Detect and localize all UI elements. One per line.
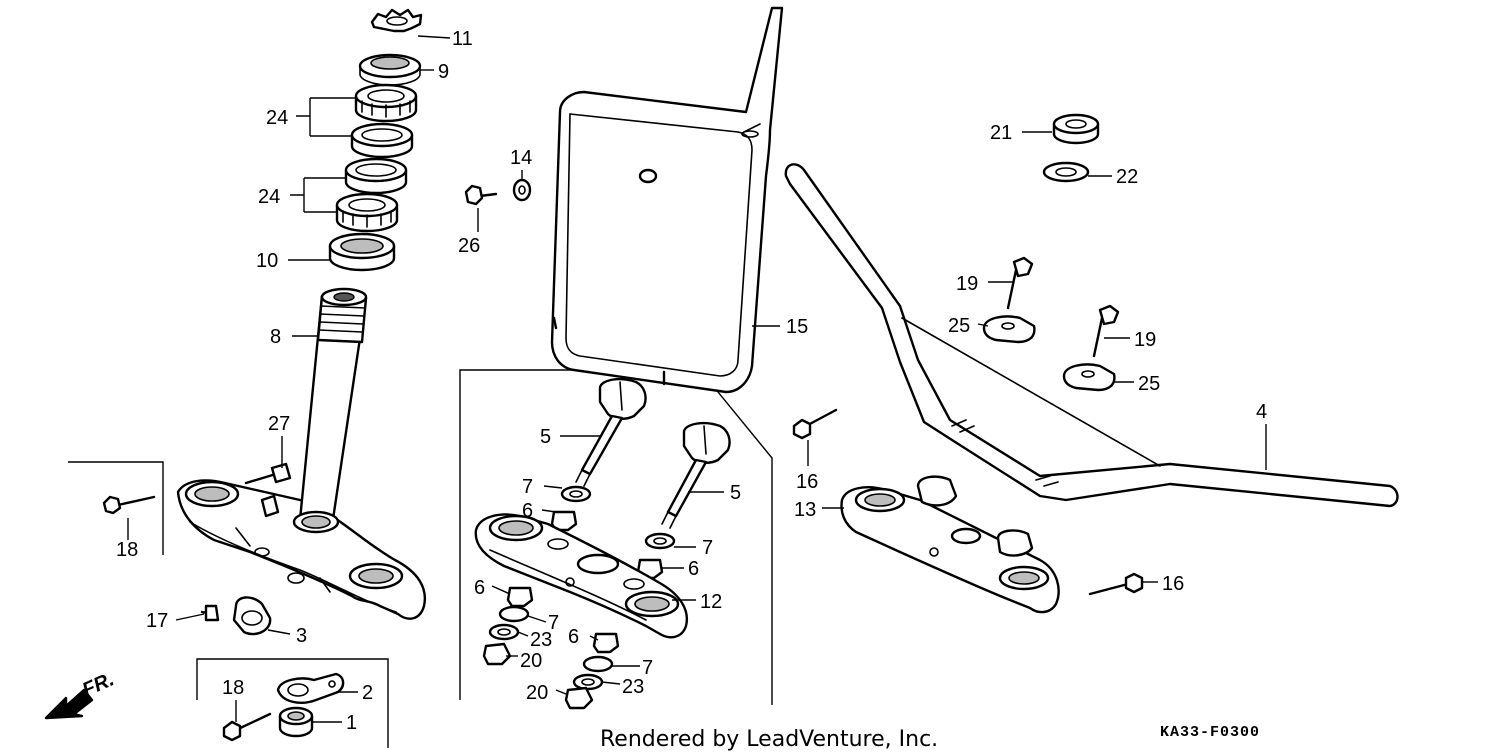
nut-20-b — [564, 686, 594, 710]
callout-19-upper: 19 — [956, 273, 978, 295]
callout-25-lower: 25 — [1138, 373, 1160, 395]
callout-5-left: 5 — [540, 426, 551, 448]
bolt-19-lower — [1092, 304, 1120, 358]
callout-25-upper: 25 — [948, 315, 970, 337]
steering-stem-nut-washer-11 — [370, 8, 423, 33]
callout-24-upper: 24 — [266, 107, 288, 129]
lower-triple-clamp-3 — [176, 479, 427, 620]
bearing-race-lower-24 — [344, 157, 408, 195]
dust-seal-10 — [328, 232, 396, 272]
callout-6-d: 6 — [568, 626, 579, 648]
bolt-19-upper — [1006, 256, 1034, 310]
callout-10: 10 — [256, 250, 278, 272]
number-plate-15 — [550, 6, 784, 394]
front-direction-label: FR. — [79, 668, 117, 701]
washer-23-a — [488, 623, 520, 641]
callout-22: 22 — [1116, 166, 1138, 188]
render-credit: Rendered by LeadVenture, Inc. — [600, 727, 938, 752]
diagram-code: KA33-F0300 — [1160, 724, 1260, 741]
callout-2: 2 — [362, 682, 373, 704]
callout-9: 9 — [438, 61, 449, 83]
callout-4: 4 — [1256, 401, 1267, 423]
bolt-18-upper — [102, 495, 156, 515]
callout-8: 8 — [270, 326, 281, 348]
nut-20-a — [482, 642, 512, 666]
callout-3: 3 — [296, 625, 307, 647]
bolt-16-upper — [792, 408, 838, 440]
nut-6-d — [592, 632, 620, 654]
callout-5-right: 5 — [730, 482, 741, 504]
dust-seal-9 — [358, 53, 422, 86]
callout-20-b: 20 — [526, 682, 548, 704]
front-direction-arrow-icon — [44, 688, 94, 720]
callout-19-lower: 19 — [1134, 329, 1156, 351]
tapered-bearing-lower-24 — [335, 192, 399, 233]
callout-1: 1 — [346, 712, 357, 734]
box-frame-left-top — [68, 461, 164, 555]
nut-21 — [1052, 113, 1100, 145]
callout-24-lower: 24 — [258, 186, 280, 208]
handlebar-4 — [784, 163, 1399, 508]
bearing-race-upper-24 — [350, 122, 414, 159]
washer-7-d — [582, 655, 614, 673]
callout-11: 11 — [452, 28, 473, 50]
holder-cap-25-lower — [1062, 363, 1116, 392]
callout-18-lower: 18 — [222, 677, 244, 699]
holder-cap-25-upper — [982, 315, 1036, 344]
bolt-17 — [200, 604, 220, 622]
washer-22 — [1042, 161, 1090, 183]
upper-triple-clamp-12 — [474, 513, 689, 639]
leader-lines — [127, 35, 1267, 723]
callout-15: 15 — [786, 316, 808, 338]
nut-6-a — [550, 510, 578, 532]
callout-6-b: 6 — [688, 558, 699, 580]
callout-12: 12 — [700, 591, 722, 613]
callout-17: 17 — [146, 610, 168, 632]
nut-6-c — [506, 586, 534, 608]
clamp-2 — [276, 672, 345, 704]
washer-23-b — [572, 673, 604, 691]
callout-23-a: 23 — [530, 629, 552, 651]
fork-bolt-5-right — [661, 421, 731, 529]
fork-bolt-5-left — [575, 377, 647, 487]
bolt-27 — [244, 462, 292, 485]
callout-7-c: 7 — [548, 612, 559, 634]
washer-7-b — [644, 532, 676, 550]
callout-18-upper: 18 — [116, 539, 138, 561]
hose-clamp-3-guide — [232, 596, 272, 636]
callout-27: 27 — [268, 413, 290, 435]
callout-13: 13 — [794, 499, 816, 521]
bolt-26 — [464, 184, 498, 206]
bolt-18-lower — [222, 712, 272, 742]
handlebar-holder-13 — [840, 475, 1060, 614]
callout-7-a: 7 — [522, 476, 533, 498]
callout-16-lower: 16 — [1162, 573, 1184, 595]
tapered-bearing-upper-24 — [354, 83, 418, 123]
box-frame-left-bottom — [196, 658, 389, 748]
bolt-16-lower — [1088, 572, 1144, 596]
callout-26: 26 — [458, 235, 480, 257]
callout-21: 21 — [990, 122, 1012, 144]
cushion-1 — [278, 706, 314, 738]
callout-6-a: 6 — [522, 500, 533, 522]
callout-14: 14 — [510, 147, 532, 169]
steering-stem-8 — [292, 287, 368, 534]
washer-7-a — [560, 485, 592, 503]
callout-7-b: 7 — [702, 537, 713, 559]
collar-14 — [512, 178, 532, 202]
callout-7-d: 7 — [642, 657, 653, 679]
washer-7-c — [498, 605, 530, 623]
callout-23-b: 23 — [622, 676, 644, 698]
callout-6-c: 6 — [474, 577, 485, 599]
callout-16-upper: 16 — [796, 471, 818, 493]
callout-20-a: 20 — [520, 650, 542, 672]
